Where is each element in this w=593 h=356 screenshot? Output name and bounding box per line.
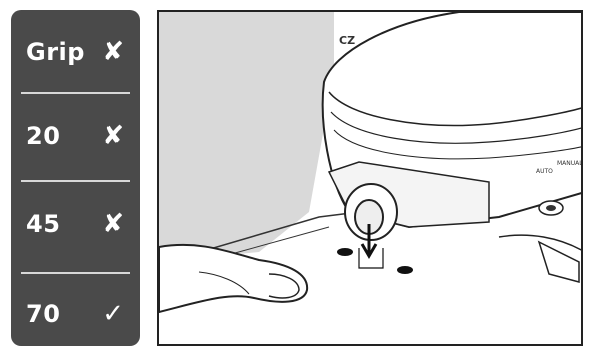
checklist-label: Grip — [26, 38, 85, 66]
cross-icon: ✘ — [102, 39, 124, 65]
check-icon: ✓ — [102, 301, 124, 327]
checklist-row-20: 20 ✘ — [11, 94, 140, 178]
device-drawing — [159, 12, 583, 346]
checklist-label: 70 — [26, 300, 60, 328]
auto-mode-label: AUTO — [536, 168, 553, 175]
checklist-label: 20 — [26, 122, 60, 150]
device-illustration: CZ AUTO MANUAL — [157, 10, 583, 346]
checklist-row-70: 70 ✓ — [11, 272, 140, 356]
cross-icon: ✘ — [102, 123, 124, 149]
cross-icon: ✘ — [102, 211, 124, 237]
checklist-label: 45 — [26, 210, 60, 238]
model-code-label: CZ — [339, 34, 355, 47]
checklist-panel: Grip ✘ 20 ✘ 45 ✘ 70 ✓ — [11, 10, 140, 346]
checklist-row-45: 45 ✘ — [11, 182, 140, 266]
manual-mode-label: MANUAL — [557, 160, 583, 167]
checklist-row-grip: Grip ✘ — [11, 10, 140, 94]
